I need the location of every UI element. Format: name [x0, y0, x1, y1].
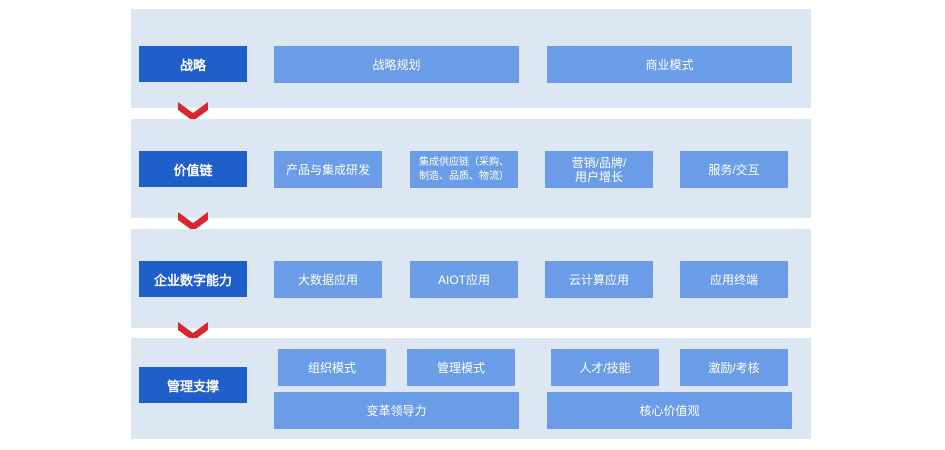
item-box: 集成供应链（采购、 制造、品质、物流）	[410, 151, 518, 188]
item-box: 战略规划	[274, 46, 519, 83]
layer-label-digital-capability: 企业数字能力	[139, 261, 247, 297]
item-box: 应用终端	[680, 261, 788, 298]
layer-label-strategy: 战略	[139, 46, 247, 82]
item-box: AIOT应用	[410, 261, 518, 298]
item-box: 商业模式	[547, 46, 792, 83]
item-box: 管理模式	[407, 349, 515, 386]
item-box: 产品与集成研发	[274, 151, 382, 188]
item-box: 核心价值观	[547, 392, 792, 429]
down-chevron-icon	[178, 212, 208, 232]
item-box: 云计算应用	[545, 261, 653, 298]
item-box: 变革领导力	[274, 392, 519, 429]
item-box: 营销/品牌/ 用户增长	[545, 151, 653, 188]
item-box: 激励/考核	[680, 349, 788, 386]
layer-label-value-chain: 价值链	[139, 151, 247, 187]
layer-label-management-support: 管理支撑	[139, 367, 247, 403]
down-chevron-icon	[178, 322, 208, 342]
down-chevron-icon	[178, 102, 208, 122]
item-box: 服务/交互	[680, 151, 788, 188]
item-box: 大数据应用	[274, 261, 382, 298]
item-box: 人才/技能	[551, 349, 659, 386]
item-box: 组织模式	[278, 349, 386, 386]
